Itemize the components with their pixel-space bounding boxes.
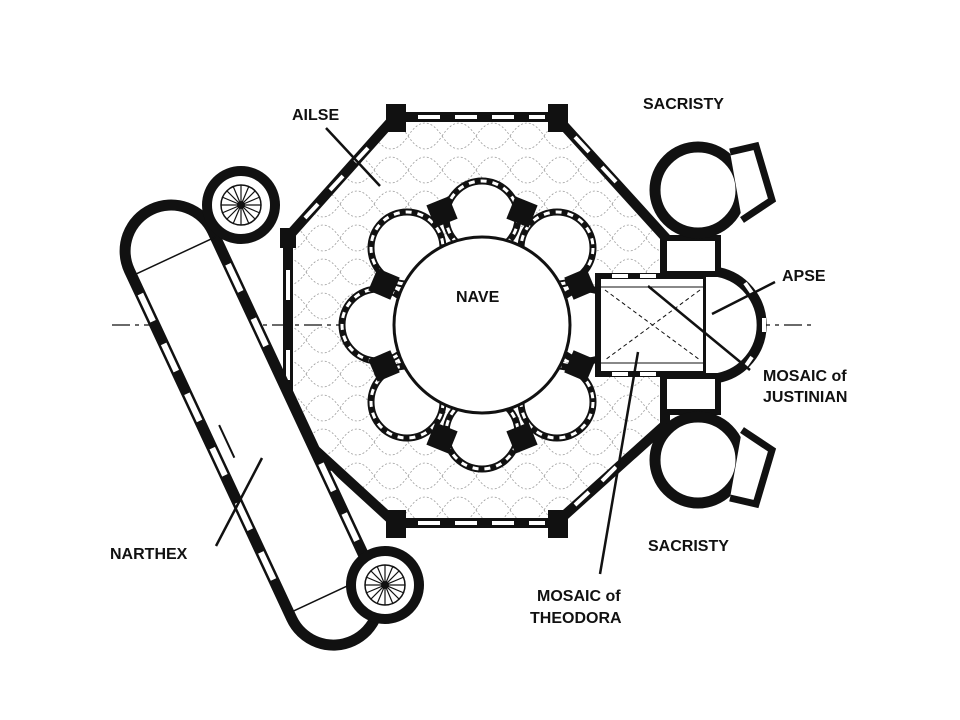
chamber-top (661, 235, 721, 277)
apse-wall (706, 267, 767, 383)
label-mosaic-theodora-1: MOSAIC of (537, 588, 621, 605)
label-mosaic-justinian-2: JUSTINIAN (763, 389, 847, 406)
label-apse: APSE (782, 268, 826, 285)
presbytery-diagonal-2 (604, 289, 701, 361)
leader-apse (711, 280, 776, 316)
label-ailse: AILSE (292, 107, 339, 124)
chamber-bottom (661, 373, 721, 415)
presbytery-windows (612, 274, 656, 376)
leader-narthex (214, 457, 264, 547)
octagon-windows (286, 115, 618, 525)
nave-piers (368, 196, 596, 454)
sacristy-top-room (649, 141, 747, 239)
narthex (119, 199, 385, 651)
stair-tower-bottom (346, 546, 424, 624)
label-sacristy-bottom: SACRISTY (648, 538, 729, 555)
label-narthex: NARTHEX (110, 546, 188, 563)
leader-mosaic-theodora (598, 351, 640, 575)
leader-mosaic-justinian (647, 285, 751, 371)
sacristy-bottom-room (649, 411, 747, 509)
leader-ailse (325, 127, 381, 187)
label-sacristy-top: SACRISTY (643, 96, 724, 113)
leader-lines (214, 127, 776, 575)
label-mosaic-justinian-1: MOSAIC of (763, 368, 847, 385)
stair-tower-top (202, 166, 280, 244)
octagon-buttresses (280, 104, 568, 538)
label-mosaic-theodora-2: THEODORA (530, 610, 622, 627)
nave-circle (392, 235, 572, 415)
label-nave: NAVE (456, 289, 500, 306)
